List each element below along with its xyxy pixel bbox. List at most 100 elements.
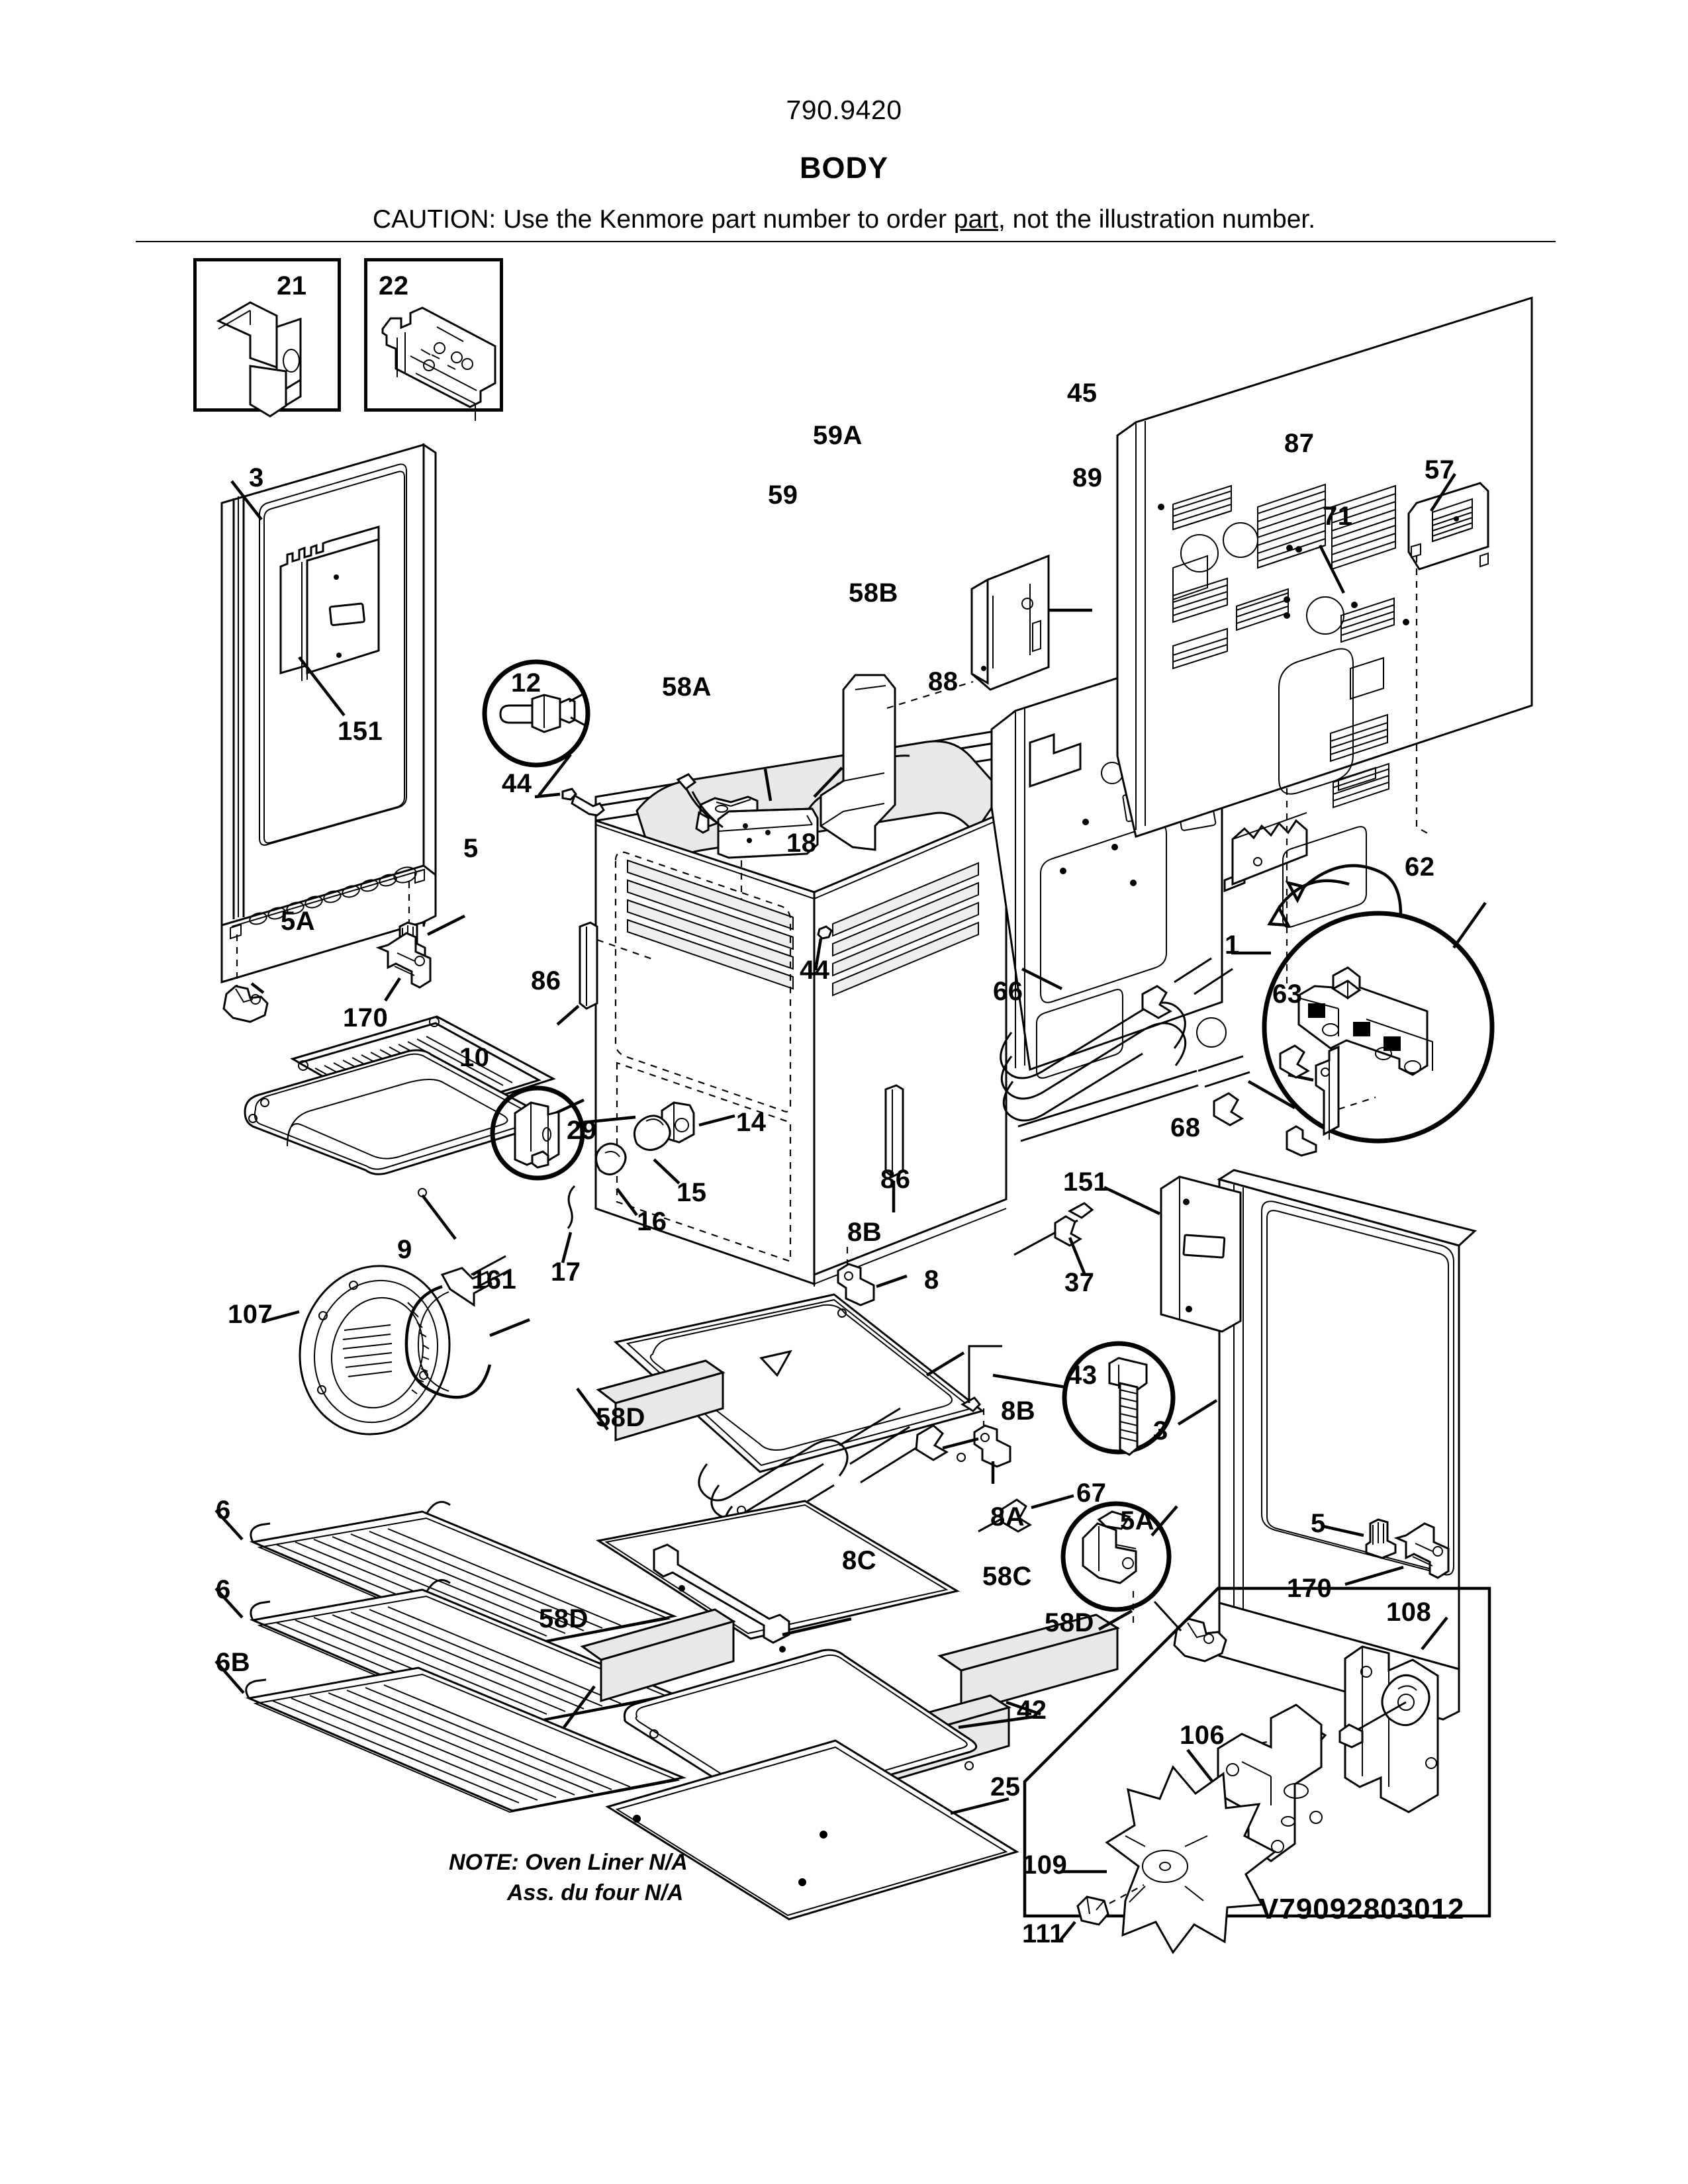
header-divider-rule	[136, 241, 1556, 242]
part-44-screw-left	[534, 788, 577, 801]
part-86-rack-guide-left	[556, 921, 655, 1026]
part-6-oven-rack-middle	[214, 1578, 678, 1730]
callout-58C: 58C	[982, 1562, 1032, 1591]
part-59A-duct	[813, 674, 974, 851]
callout-59A: 59A	[813, 421, 863, 450]
part-71-back-panel	[1116, 296, 1533, 928]
part-8-broiler-pan	[613, 1293, 985, 1515]
part-63-terminal-plate	[1286, 1045, 1376, 1157]
part-42-bottom-shield	[623, 1649, 1035, 1809]
callout-89: 89	[1072, 463, 1103, 492]
oven-liner-assembly	[534, 728, 1008, 1287]
callout-86-right: 86	[880, 1165, 911, 1194]
part-57-vent-cover	[1407, 473, 1489, 836]
callout-57: 57	[1425, 455, 1455, 484]
callout-161: 161	[471, 1265, 517, 1295]
part-107-fan-cover	[264, 1265, 451, 1435]
callout-16: 16	[637, 1207, 667, 1236]
callout-25: 25	[990, 1772, 1021, 1801]
caution-underlined-word: part	[953, 205, 998, 234]
model-number: 790.9420	[786, 95, 902, 125]
callout-5A-left: 5A	[281, 907, 316, 936]
callout-9: 9	[397, 1235, 412, 1264]
part-8B-bracket-upper	[837, 1247, 908, 1306]
callout-8B-upper: 8B	[847, 1218, 882, 1247]
callout-58B: 58B	[849, 578, 898, 608]
part-5-screw-left	[395, 882, 466, 962]
part-170-bracket-right	[1344, 1522, 1450, 1586]
callout-170-left: 170	[343, 1003, 389, 1032]
callout-10: 10	[459, 1043, 490, 1072]
callout-45: 45	[1067, 379, 1098, 408]
callout-5-left: 5	[463, 834, 479, 863]
callout-63: 63	[1272, 979, 1303, 1009]
part-8A-broil-element	[698, 1407, 979, 1539]
callout-107: 107	[228, 1300, 273, 1329]
caution-text: CAUTION: Use the Kenmore part number to …	[0, 205, 1688, 234]
caution-suffix: , not the illustration number.	[998, 205, 1316, 234]
part-9-vent-trim	[244, 1049, 548, 1240]
part-170-hinge-bracket-left	[375, 932, 432, 1002]
callout-109: 109	[1022, 1850, 1068, 1880]
callout-88: 88	[928, 667, 959, 696]
callout-111: 111	[1022, 1919, 1064, 1948]
inset-box-fan-motor	[1025, 1588, 1489, 1916]
callout-151-right: 151	[1063, 1167, 1109, 1197]
callout-17: 17	[551, 1257, 581, 1287]
callout-3-right: 3	[1153, 1416, 1168, 1445]
note-line-2: Ass. du four N/A	[507, 1880, 684, 1905]
part-45-bracket	[970, 554, 1092, 691]
part-8C-bottom-panel	[596, 1500, 960, 1653]
callout-44-left: 44	[502, 769, 532, 798]
part-87-clip	[1235, 459, 1346, 987]
drawing-code: V79092803012	[1259, 1893, 1465, 1925]
callout-58D-c: 58D	[1045, 1608, 1094, 1637]
callout-71: 71	[1323, 502, 1353, 531]
callout-42: 42	[1017, 1696, 1047, 1725]
callout-8B-lower: 8B	[1001, 1396, 1036, 1426]
callout-1: 1	[1225, 931, 1240, 960]
callout-37: 37	[1064, 1268, 1095, 1297]
part-58D-gasket-right	[871, 1694, 1041, 1782]
part-5A-hinge-left	[222, 934, 269, 1023]
part-18-latch	[695, 796, 788, 842]
inset-box-part-21	[193, 258, 341, 412]
part-1-oven-chassis-back	[990, 643, 1271, 1079]
callout-14: 14	[736, 1108, 767, 1137]
callout-6-b: 6	[216, 1575, 231, 1604]
callout-87: 87	[1284, 429, 1315, 458]
part-37-wire-clip	[1013, 1202, 1094, 1274]
callout-43: 43	[1067, 1361, 1098, 1390]
callout-66: 66	[993, 977, 1023, 1006]
callout-44-center: 44	[800, 956, 830, 985]
note-line-1: NOTE: Oven Liner N/A	[449, 1850, 688, 1875]
part-151-bracket-right	[1103, 1175, 1242, 1333]
callout-22: 22	[379, 271, 409, 300]
callout-8A: 8A	[990, 1502, 1025, 1531]
callout-6B: 6B	[216, 1648, 251, 1677]
callout-86-left: 86	[531, 966, 561, 995]
oven-door-panel-left	[220, 443, 437, 984]
callout-108: 108	[1386, 1598, 1432, 1627]
callout-58D-b: 58D	[539, 1604, 588, 1633]
part-29-detail-circle	[490, 1085, 636, 1181]
callout-15: 15	[677, 1178, 707, 1207]
callout-58D-a: 58D	[596, 1403, 645, 1432]
part-89-bracket	[1038, 700, 1109, 788]
callout-170-right: 170	[1287, 1574, 1333, 1603]
callout-106: 106	[1180, 1721, 1225, 1750]
callout-58A: 58A	[662, 672, 712, 702]
part-66-bake-element	[1000, 957, 1310, 1122]
callout-18: 18	[786, 829, 817, 858]
part-6-oven-rack-top	[214, 1500, 678, 1652]
callout-68: 68	[1170, 1113, 1201, 1142]
part-62-detail-circle	[1262, 864, 1495, 1157]
part-6B-oven-rack-bottom	[214, 1660, 693, 1831]
callout-8C: 8C	[842, 1546, 877, 1575]
callout-62: 62	[1405, 852, 1435, 882]
callout-6-a: 6	[216, 1496, 231, 1525]
part-68-broil-element	[1017, 1055, 1296, 1142]
rack-support-comb	[1231, 812, 1308, 886]
callout-29: 29	[567, 1116, 597, 1145]
